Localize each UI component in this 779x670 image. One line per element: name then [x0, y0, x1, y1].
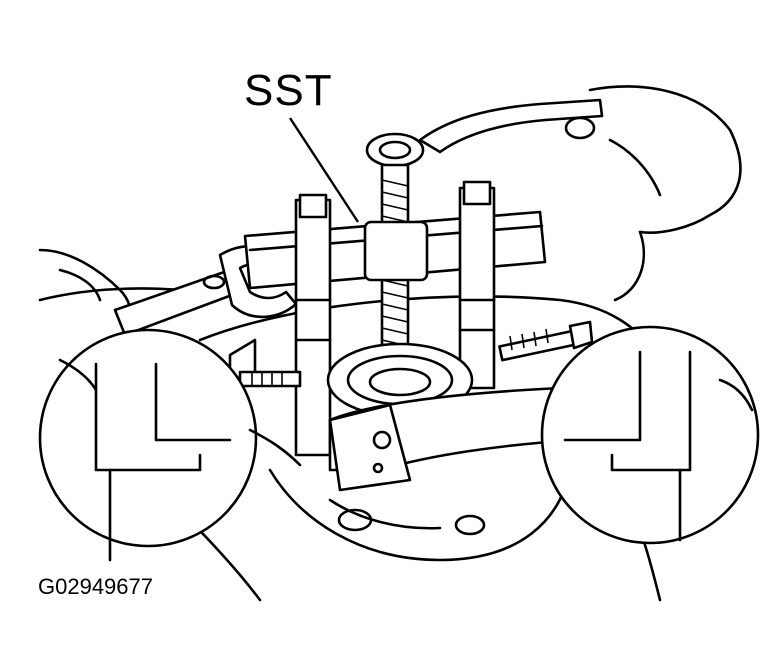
- figure-code: G02949677: [38, 574, 153, 599]
- right-clamp-bolt: [498, 320, 594, 362]
- left-puller-leg: [294, 193, 332, 457]
- sst-callout-label: SST: [244, 66, 333, 115]
- right-puller-leg: [458, 180, 496, 390]
- box-end-wrench: [365, 98, 604, 168]
- left-detail-circle: [38, 328, 302, 562]
- right-detail-circle: [540, 325, 760, 545]
- sst-crossbar: [243, 210, 547, 290]
- right-hand: [564, 85, 742, 302]
- sst-leader-line: [288, 117, 360, 223]
- knuckle-arm: [328, 386, 577, 492]
